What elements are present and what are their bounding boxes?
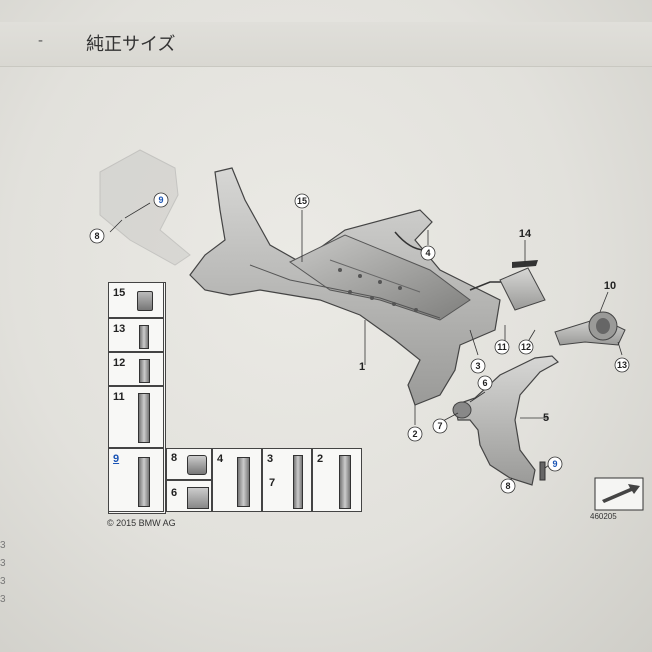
header-bar: - 純正サイズ: [0, 22, 652, 67]
bolt-icon: [139, 359, 150, 383]
legend-cell-15: 15: [108, 282, 164, 318]
label-14: 14: [519, 228, 532, 240]
callout-9-top: 9: [158, 195, 163, 205]
bolt-icon: [138, 457, 150, 507]
legend-cell-13: 13: [108, 318, 164, 352]
bolt-icon: [138, 393, 150, 443]
subframe-assembly: [189, 167, 520, 406]
callout-6: 6: [482, 378, 487, 388]
legend-cell-9: 9: [108, 448, 164, 512]
callout-8-bottom: 8: [505, 481, 510, 491]
legend-cell-6: 6: [166, 480, 212, 512]
legend-cell-4: 4: [212, 448, 262, 512]
copyright-text: © 2015 BMW AG: [107, 518, 176, 528]
legend-cell-3-7: 3 7: [262, 448, 312, 512]
callout-markers: [89, 192, 630, 494]
callout-8-top: 8: [94, 231, 99, 241]
control-arm-5: [452, 355, 559, 486]
label-5: 5: [543, 412, 549, 424]
callout-9-bottom: 9: [552, 459, 557, 469]
callout-11: 11: [497, 342, 507, 352]
callout-7: 7: [437, 421, 442, 431]
legend-cell-12: 12: [108, 352, 164, 386]
bushing-10: [554, 311, 626, 346]
bolt-icon: [139, 325, 149, 349]
callout-12: 12: [521, 342, 531, 352]
callout-13: 13: [617, 360, 627, 370]
legend-cell-8: 8: [166, 448, 212, 480]
ghost-bracket: [99, 149, 191, 266]
callout-15: 15: [297, 196, 307, 206]
bolt-icon: [237, 457, 250, 507]
bushing-icon: [137, 291, 153, 311]
bolt-icon: [339, 455, 351, 509]
header-dash: -: [38, 32, 43, 49]
nut-icon: [187, 455, 207, 475]
legend-cell-2: 2: [312, 448, 362, 512]
header-title: 純正サイズ: [86, 34, 176, 54]
label-10: 10: [604, 280, 616, 292]
label-1: 1: [359, 361, 365, 373]
direction-arrow-box: [594, 477, 644, 511]
bracket-14: [499, 260, 546, 311]
left-edge-labels: 3 3 3 3: [0, 540, 6, 605]
bolt-icon: [293, 455, 303, 509]
callout-2: 2: [412, 429, 417, 439]
legend-cell-11: 11: [108, 386, 164, 448]
callout-4: 4: [425, 248, 430, 258]
callout-3: 3: [475, 361, 480, 371]
reference-number: 460205: [590, 512, 617, 521]
washer-icon: [187, 487, 209, 509]
